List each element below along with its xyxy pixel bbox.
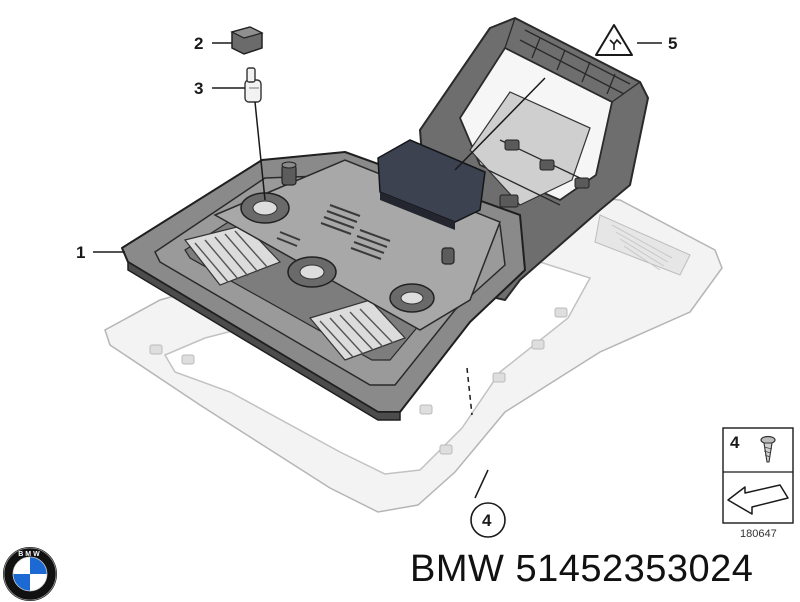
cap-part-2: [230, 26, 264, 55]
callout-1: 1: [76, 243, 85, 262]
arrow-icon: [727, 484, 789, 515]
speaker-grille-left: [183, 224, 282, 286]
inset-callout-4: 4: [730, 433, 740, 452]
callout-4-circle: [470, 502, 506, 538]
diagram-ref-number: 180647: [740, 528, 777, 540]
inset-screw-box: 4 180647: [722, 427, 794, 540]
part-number: 51452353024: [515, 548, 754, 590]
callout-4: 4: [482, 511, 492, 530]
screw-icon: [760, 435, 776, 463]
speaker-grille-right: [308, 299, 407, 361]
callout-3: 3: [194, 79, 203, 98]
brand-name: BMW: [410, 548, 505, 590]
electrical-warning-icon: [595, 24, 633, 56]
clip-part-3: [244, 67, 262, 103]
lamp-socket: [240, 192, 435, 313]
part-number-caption: BMW 51452353024: [410, 548, 753, 591]
bmw-logo: BMW: [3, 547, 57, 601]
callout-5: 5: [668, 34, 677, 53]
leader-lines: [93, 42, 662, 499]
bmw-logo-letters: BMW: [18, 551, 42, 558]
console-base-part-1: [121, 139, 526, 421]
callout-2: 2: [194, 34, 203, 53]
